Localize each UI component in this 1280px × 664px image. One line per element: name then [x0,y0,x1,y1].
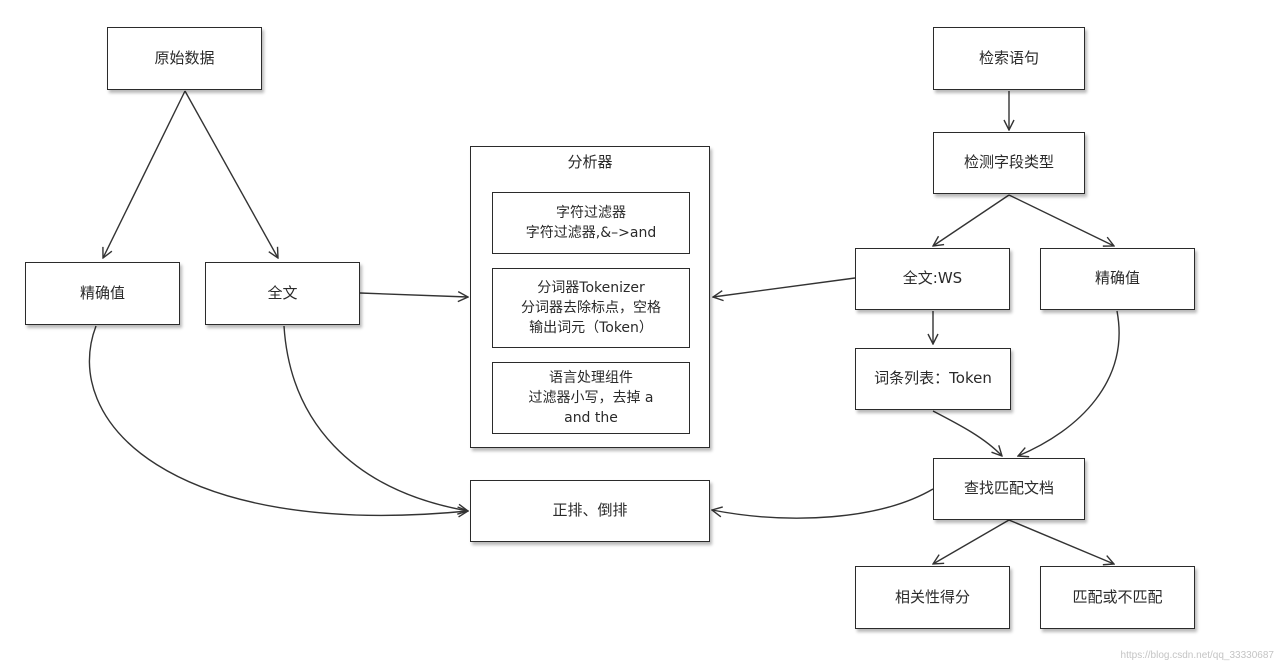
arrow-termlist-to-find [932,410,1002,456]
source-data-label: 原始数据 [154,48,215,67]
fulltext-ws-label: 全文:WS [902,269,963,288]
detect-field-type-label: 检测字段类型 [963,153,1054,172]
tokenizer-title: 分词器Tokenizer [537,279,645,296]
analyzer-container: 分析器 字符过滤器 字符过滤器,&–>and 分词器Tokenizer 分词器去… [470,146,710,448]
index-label: 正排、倒排 [552,501,628,520]
arrow-source-to-exact [103,90,186,258]
match-or-not-box: 匹配或不匹配 [1040,566,1195,629]
find-docs-label: 查找匹配文档 [963,479,1054,498]
char-filter-desc: 字符过滤器,&–>and [525,225,657,241]
arrow-fulltext-to-analyzer [359,293,468,297]
query-box: 检索语句 [933,27,1085,90]
exact-value-box-left: 精确值 [25,262,180,325]
arrow-ws-to-analyzer [713,277,856,297]
term-list-box: 词条列表：Token [855,348,1011,410]
arrow-find-to-match [1008,519,1114,564]
detect-field-type-box: 检测字段类型 [933,132,1085,194]
arrow-source-to-fulltext [184,90,278,258]
arrow-detect-to-fulltext [933,194,1010,246]
arrow-fulltext-to-index [283,325,468,511]
fulltext-box-left: 全文 [205,262,360,325]
fulltext-label-left: 全文 [267,283,298,302]
arrow-exact-to-index [88,325,468,515]
relevance-score-box: 相关性得分 [855,566,1010,629]
term-list-label: 词条列表：Token [874,369,992,388]
arrow-detect-to-exact [1008,194,1114,246]
tokenizer-box: 分词器Tokenizer 分词器去除标点，空格 输出词元（Token） [492,268,690,348]
index-box: 正排、倒排 [470,480,710,542]
relevance-score-label: 相关性得分 [894,587,970,606]
token-filter-box: 语言处理组件 过滤器小写，去掉 a and the [492,362,690,434]
fulltext-ws-box: 全文:WS [855,248,1010,310]
token-filter-title: 语言处理组件 [549,369,633,386]
exact-value-label-left: 精确值 [79,283,125,302]
tokenizer-desc-1: 分词器去除标点，空格 [521,299,661,316]
token-filter-desc-1: 过滤器小写，去掉 a [528,389,654,406]
arrow-find-to-relevance [933,519,1010,564]
arrow-exact-to-find [1018,310,1120,456]
watermark: https://blog.csdn.net/qq_33330687 [1120,650,1274,661]
query-label: 检索语句 [978,48,1039,67]
exact-value-label-right: 精确值 [1094,269,1140,288]
char-filter-box: 字符过滤器 字符过滤器,&–>and [492,192,690,254]
find-docs-box: 查找匹配文档 [933,458,1085,520]
source-data-box: 原始数据 [107,27,262,90]
token-filter-desc-2: and the [564,410,618,427]
char-filter-title: 字符过滤器 [556,204,626,221]
arrow-find-to-index [712,488,934,519]
exact-value-box-right: 精确值 [1040,248,1195,310]
tokenizer-desc-2: 输出词元（Token） [529,320,653,337]
match-or-not-label: 匹配或不匹配 [1072,587,1163,606]
analyzer-title: 分析器 [567,153,613,171]
